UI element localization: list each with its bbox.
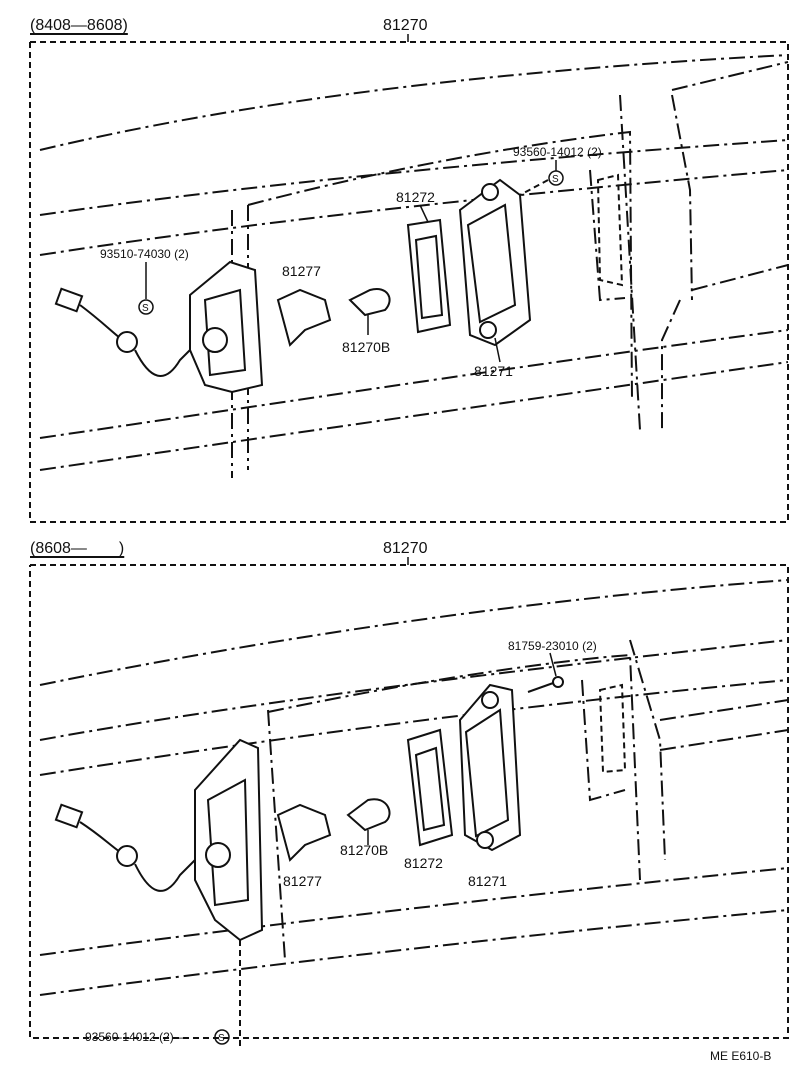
top-lens-label: 81271 <box>474 363 513 379</box>
bottom-lens-label: 81271 <box>468 873 507 889</box>
bottom-gasket <box>406 728 454 847</box>
top-screw-upper-label: 93560-14012 (2) <box>513 145 602 159</box>
bottom-body-outline <box>39 579 789 996</box>
bottom-bulb <box>346 798 391 845</box>
top-socket-harness <box>54 260 264 394</box>
top-bracket-label: 81277 <box>282 263 321 279</box>
top-lens-housing <box>458 178 532 363</box>
top-gasket-label: 81272 <box>396 189 435 205</box>
top-bracket <box>276 288 332 347</box>
figure-code: ME E610-B <box>710 1049 772 1063</box>
bottom-screw-s: S <box>214 940 241 1048</box>
bottom-tapping-screw-label: 81759-23010 (2) <box>508 639 597 653</box>
top-screw-left-label: 93510-74030 (2) <box>100 247 189 261</box>
top-assembly-label: 81270 <box>383 17 428 34</box>
bottom-bracket-label: 81277 <box>283 873 322 889</box>
top-bulb-label: 81270B <box>342 339 391 355</box>
top-screw-s-right: S <box>519 160 564 196</box>
bottom-range-label: (8608— ) <box>30 540 125 557</box>
s-mark: S <box>142 303 149 314</box>
bottom-screw-label: 93560-14012 (2)— <box>85 1030 186 1044</box>
top-bulb <box>348 288 391 335</box>
bottom-bracket <box>276 803 332 862</box>
bottom-lens-housing <box>458 683 522 852</box>
bottom-socket-harness <box>54 738 264 942</box>
bottom-bulb-label: 81270B <box>340 842 389 858</box>
bottom-window <box>598 683 627 774</box>
bottom-panel-frame <box>29 557 789 1039</box>
top-window <box>596 173 624 287</box>
top-gasket <box>406 204 452 334</box>
bottom-assembly-label: 81270 <box>383 540 428 557</box>
svg-text:S: S <box>552 174 559 185</box>
top-panel-frame <box>29 34 789 523</box>
bottom-gasket-label: 81272 <box>404 855 443 871</box>
top-screw-s-left: S <box>138 262 154 315</box>
top-body-outline <box>39 54 789 478</box>
top-range-label: (8408—8608) <box>30 17 128 34</box>
bottom-tapping-screw <box>527 652 564 693</box>
svg-text:S: S <box>218 1033 225 1044</box>
